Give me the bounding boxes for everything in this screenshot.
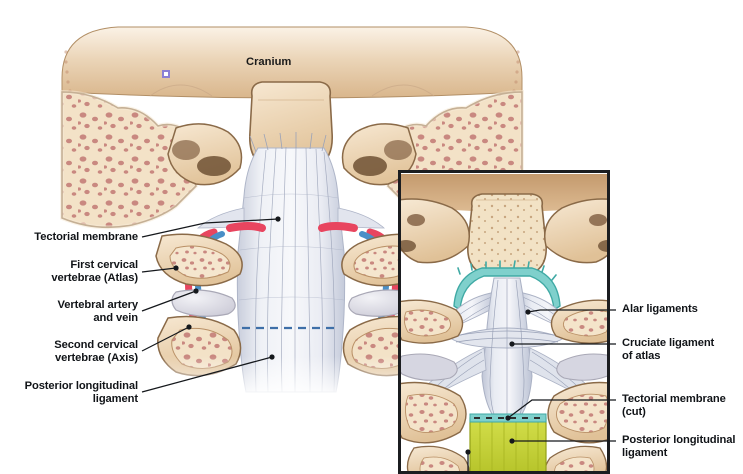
label-tectorial-membrane: Tectorial membrane: [34, 231, 138, 243]
label-vertebral-artery-and-vein: Vertebral artery and vein: [57, 299, 139, 325]
label-posterior-longitudinal-ligament-inset: Posterior longitudinal ligament: [622, 434, 736, 460]
inset-left-lateral-mass: [401, 198, 470, 264]
leader-posterior-longitudinal-ligament-inset: [509, 438, 616, 444]
inset-atlas-lateral-masses: [401, 299, 607, 344]
label-cruciate-ligament-of-atlas: Cruciate ligament of atlas: [622, 337, 715, 363]
cranium-bone: [61, 26, 523, 99]
inset-facet-joints: [401, 353, 607, 381]
inset-axis-bodies: [401, 381, 607, 444]
label-posterior-longitudinal-ligament-main: Posterior longitudinal ligament: [24, 380, 139, 406]
atlas-left-lateral-mass: [155, 233, 243, 287]
page-marker-swatch: [162, 70, 170, 78]
posterior-longitudinal-ligament: [469, 413, 547, 471]
label-first-cervical-vertebrae: First cervical vertebrae (Atlas): [51, 259, 138, 285]
label-cranium: Cranium: [246, 56, 292, 68]
leader-vertebral-artery-vein: [141, 288, 199, 312]
leader-second-cervical-vertebrae: [141, 324, 192, 352]
left-occipital-condyle-region: [167, 123, 243, 186]
label-second-cervical-vertebrae: Second cervical vertebrae (Axis): [54, 339, 138, 365]
leader-first-cervical-vertebrae: [141, 265, 179, 273]
inset-right-lateral-mass: [544, 198, 607, 264]
inset-anatomy-drawing: [401, 173, 607, 471]
leader-tectorial-membrane-cut: [505, 399, 616, 421]
leader-posterior-longitudinal-ligament-main: [141, 354, 275, 393]
label-tectorial-membrane-cut: Tectorial membrane (cut): [622, 393, 726, 419]
inset-lower-vertebra: [406, 445, 607, 471]
label-alar-ligaments: Alar ligaments: [622, 303, 698, 315]
leader-tectorial-membrane: [141, 216, 281, 238]
leader-alar-ligaments: [525, 309, 616, 315]
leader-cruciate-ligament: [509, 341, 616, 347]
left-atlantoaxial-joint: [171, 289, 236, 317]
cruciate-ligament-of-atlas: [448, 277, 566, 415]
right-occipital-condyle-region: [341, 123, 417, 186]
inset-magnified-view: [398, 170, 610, 474]
leader-inset-bottom: [465, 449, 471, 474]
